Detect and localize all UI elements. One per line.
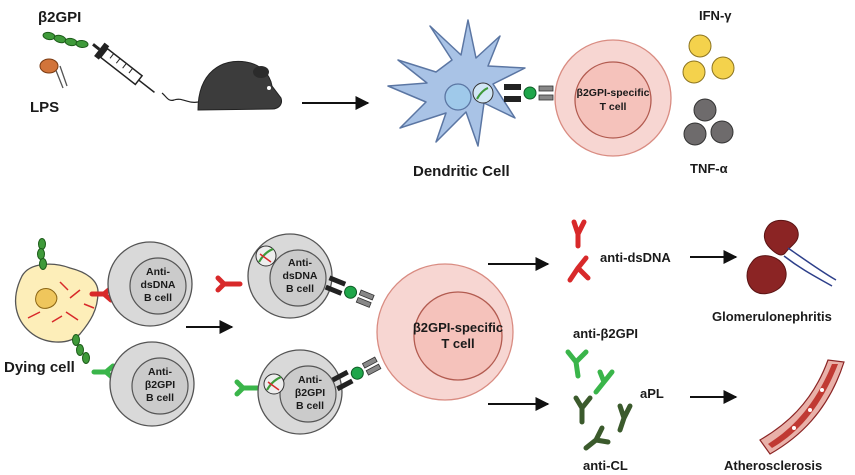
anti-dsdna-label: anti-dsDNA (600, 250, 671, 265)
b-cell-dsdna-left-l2: dsDNA (140, 279, 175, 291)
syringe-icon (92, 42, 155, 93)
b-cell-b2gpi-mid: Anti- β2GPI B cell (257, 349, 343, 435)
dendritic-cell (387, 19, 526, 147)
mhc-tcr-complex-lower (331, 356, 382, 392)
apl-label: aPL (640, 386, 664, 401)
ifn-gamma-icon (682, 34, 735, 84)
b-cell-dsdna-left-l3: B cell (144, 292, 172, 304)
b-cell-b2gpi-left-l3: B cell (146, 392, 174, 404)
ifn-gamma-label: IFN-γ (699, 8, 732, 23)
b-cell-b2gpi-left: Anti- β2GPI B cell (109, 341, 195, 427)
artery-icon (759, 359, 845, 455)
b-cell-b2gpi-left-l1: Anti- (148, 366, 172, 378)
lps-icon (39, 58, 68, 89)
b-cell-dsdna-mid-l2: dsDNA (282, 270, 317, 282)
anti-dsdna-antibodies-icon (567, 219, 591, 283)
t-cell-bottom-label-2: T cell (441, 336, 474, 351)
b-cell-b2gpi-mid-l2: β2GPI (295, 387, 325, 399)
t-cell-top: β2GPI-specific T cell (554, 39, 672, 157)
t-cell-top-label-1: β2GPI-specific (577, 87, 650, 99)
glomerulonephritis-label: Glomerulonephritis (712, 309, 832, 324)
t-cell-top-label-2: T cell (600, 101, 627, 113)
tnf-alpha-label: TNF-α (690, 161, 728, 176)
bcr-red-mid (215, 275, 243, 293)
t-cell-bottom-label-1: β2GPI-specific (413, 320, 503, 335)
b-cell-b2gpi-mid-l1: Anti- (298, 374, 322, 386)
b-cell-dsdna-mid-l1: Anti- (288, 257, 312, 269)
b-cell-dsdna-mid-l3: B cell (286, 283, 314, 295)
anti-b2gpi-antibodies-icon (565, 349, 615, 395)
b-cell-b2gpi-mid-l3: B cell (296, 400, 324, 412)
b-cell-b2gpi-left-l2: β2GPI (145, 379, 175, 391)
atherosclerosis-label: Atherosclerosis (724, 458, 822, 473)
mouse-icon (161, 60, 282, 111)
b2gpi-molecule-icon (42, 31, 89, 49)
dying-cell (14, 263, 99, 343)
dendritic-cell-label: Dendritic Cell (413, 163, 510, 180)
tnf-alpha-icon (683, 98, 734, 146)
bcr-green-mid (234, 379, 261, 397)
t-cell-bottom: β2GPI-specific T cell (376, 263, 514, 401)
lps-label: LPS (30, 99, 59, 116)
anti-b2gpi-label: anti-β2GPI (573, 326, 638, 341)
b2gpi-label: β2GPI (38, 9, 81, 26)
kidney-icon (746, 219, 837, 295)
b-cell-dsdna-left: Anti- dsDNA B cell (107, 241, 193, 327)
b-cell-dsdna-left-l1: Anti- (146, 266, 170, 278)
anti-cl-label: anti-CL (583, 458, 628, 473)
mhc-tcr-complex-top (504, 84, 554, 102)
b2gpi-chain-dying-cell (37, 238, 90, 364)
mhc-tcr-complex-upper (324, 275, 375, 308)
dying-cell-label: Dying cell (4, 359, 75, 376)
b-cell-dsdna-mid: Anti- dsDNA B cell (247, 233, 333, 319)
anti-cl-antibodies-icon (573, 395, 633, 451)
